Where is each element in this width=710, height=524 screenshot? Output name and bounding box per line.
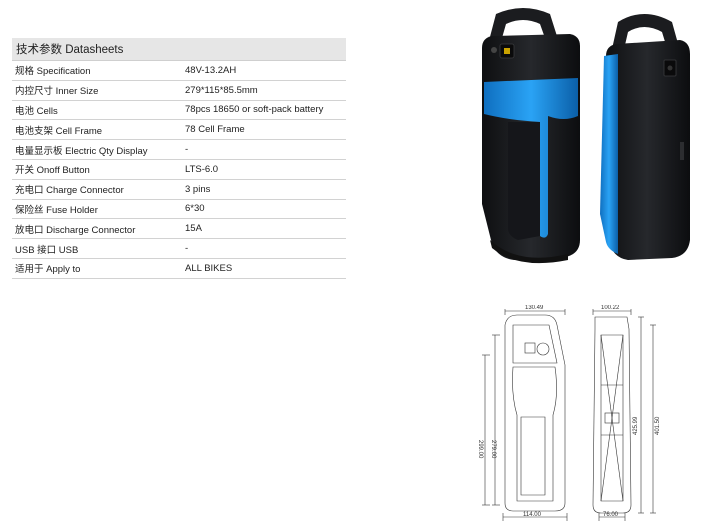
dim-top-width: 130.49 [525, 305, 544, 311]
spec-row: 内控尺寸 Inner Size 279*115*85.5mm [12, 81, 346, 101]
datasheet-table: 技术参数 Datasheets 规格 Specification 48V-13.… [12, 38, 346, 279]
spec-row: USB 接口 USB - [12, 239, 346, 259]
spec-label: 电池 Cells [15, 105, 58, 117]
battery-rear-view [600, 14, 690, 260]
spec-label: 内控尺寸 Inner Size [15, 86, 99, 98]
spec-label: 保险丝 Fuse Holder [15, 204, 98, 216]
spec-row: 电池支架 Cell Frame 78 Cell Frame [12, 120, 346, 141]
spec-row: 开关 Onoff Button LTS-6.0 [12, 160, 346, 180]
spec-value: 3 pins [185, 183, 211, 195]
spec-label: 放电口 Discharge Connector [15, 224, 136, 236]
spec-row: 充电口 Charge Connector 3 pins [12, 180, 346, 200]
spec-label: 适用于 Apply to [15, 264, 81, 276]
battery-product-photo [482, 8, 690, 264]
spec-label: 电量显示板 Electric Qty Display [15, 145, 148, 157]
dim-height-total: 401.50 [655, 416, 661, 435]
spec-value: 78pcs 18650 or soft-pack battery [185, 104, 324, 116]
spec-row: 电量显示板 Electric Qty Display - [12, 140, 346, 160]
spec-value: 6*30 [185, 203, 205, 215]
dim-height-right: 425.99 [633, 416, 639, 435]
spec-label: 规格 Specification [15, 66, 91, 78]
spec-value: 279*115*85.5mm [185, 84, 258, 96]
spec-label: 电池支架 Cell Frame [15, 125, 103, 137]
dim-height-inner: 299.00 [477, 440, 483, 459]
battery-front-view [482, 8, 580, 264]
dim-height-mid: 279.00 [490, 440, 496, 459]
spec-label: USB 接口 USB [15, 244, 79, 256]
datasheet-title: 技术参数 Datasheets [12, 38, 346, 61]
spec-value: - [185, 144, 189, 156]
spec-value: 15A [185, 223, 202, 235]
spec-row: 适用于 Apply to ALL BIKES [12, 259, 346, 279]
spec-row: 保险丝 Fuse Holder 6*30 [12, 200, 346, 220]
spec-value: - [185, 243, 189, 255]
spec-label: 充电口 Charge Connector [15, 185, 124, 197]
spec-row: 规格 Specification 48V-13.2AH [12, 61, 346, 81]
spec-value: LTS-6.0 [185, 163, 219, 175]
spec-value: 48V-13.2AH [185, 64, 237, 76]
dim-side-bottom-width: 76.00 [603, 512, 619, 518]
spec-row: 电池 Cells 78pcs 18650 or soft-pack batter… [12, 101, 346, 121]
spec-value: ALL BIKES [185, 262, 233, 274]
dim-side-top-width: 100.22 [601, 305, 620, 311]
spec-row: 放电口 Discharge Connector 15A [12, 219, 346, 240]
spec-value: 78 Cell Frame [185, 124, 245, 136]
technical-drawing: 130.49 100.22 299.00 279.00 425.99 401.5… [477, 305, 661, 521]
spec-label: 开关 Onoff Button [15, 165, 90, 177]
dim-bottom-width: 114.00 [523, 512, 542, 518]
